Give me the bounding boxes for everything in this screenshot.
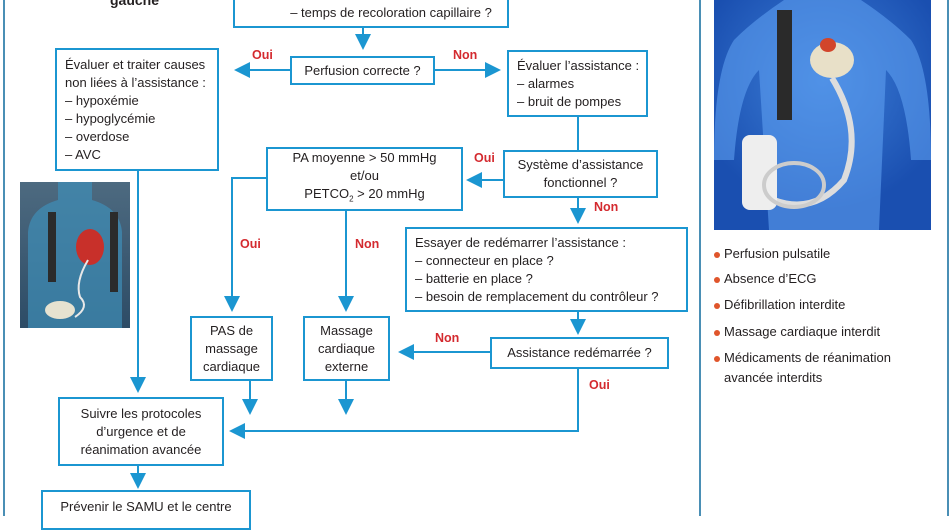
box-text: non liées à l’assistance : bbox=[65, 74, 206, 90]
box-text: PA moyenne > 50 mmHg bbox=[292, 150, 437, 166]
box-text: Évaluer et traiter causes bbox=[65, 56, 206, 72]
arrow-redemarree-oui bbox=[229, 368, 579, 439]
item-text: Médicaments de réanimation avancée inter… bbox=[724, 350, 891, 385]
side-list-item: Médicaments de réanimation avancée inter… bbox=[714, 348, 924, 388]
bullet-icon bbox=[714, 329, 720, 336]
arrow-pa-oui bbox=[224, 177, 266, 312]
capillary-refill-box: – temps de recoloration capillaire ? bbox=[233, 0, 509, 28]
label-oui: Oui bbox=[240, 237, 261, 251]
label-oui: Oui bbox=[474, 151, 495, 165]
box-text: massage bbox=[205, 340, 258, 356]
header-fragment: gauche bbox=[110, 0, 160, 8]
box-text: Système d’assistance bbox=[517, 157, 644, 172]
bullet-icon bbox=[714, 251, 720, 258]
box-text: réanimation avancée bbox=[80, 441, 202, 457]
item-text: Massage cardiaque interdit bbox=[724, 324, 881, 339]
box-text: – temps de recoloration capillaire ? bbox=[290, 5, 492, 20]
lvad-illustration-right bbox=[714, 0, 931, 230]
box-text: Essayer de redémarrer l’assistance : bbox=[415, 234, 626, 250]
item-text: Perfusion pulsatile bbox=[724, 246, 831, 261]
box-text: Assistance redémarrée ? bbox=[507, 345, 652, 360]
item-text: Absence d’ECG bbox=[724, 271, 817, 286]
side-list-item: Absence d’ECG bbox=[714, 269, 934, 289]
box-text: Suivre les protocoles bbox=[80, 405, 202, 421]
box-text: Massage bbox=[320, 322, 373, 338]
box-text: – alarmes bbox=[517, 75, 575, 91]
box-text: – connecteur en place ? bbox=[415, 252, 554, 268]
threshold-text: > 20 mmHg bbox=[353, 186, 425, 202]
side-list-item: Perfusion pulsatile bbox=[714, 244, 934, 264]
box-text: – batterie en place ? bbox=[415, 270, 533, 286]
connector-lines bbox=[130, 27, 586, 489]
lvad-illustration-left bbox=[20, 182, 130, 328]
assist-restarted-box: Assistance redémarrée ? bbox=[490, 337, 669, 369]
box-text: Prévenir le SAMU et le centre bbox=[60, 499, 232, 514]
notify-samu-box: Prévenir le SAMU et le centre bbox=[41, 490, 251, 530]
flowchart-panel bbox=[3, 0, 701, 516]
label-non: Non bbox=[435, 331, 460, 345]
evaluate-assist-box: Évaluer l’assistance : – alarmes – bruit… bbox=[507, 50, 648, 117]
box-text: cardiaque bbox=[317, 340, 376, 356]
non-assist-causes-box: Évaluer et traiter causes non liées à l’… bbox=[55, 48, 219, 171]
pa-petco2-box: PA moyenne > 50 mmHg et/ou PETCO2 > 20 m… bbox=[266, 147, 463, 211]
label-non: Non bbox=[355, 237, 380, 251]
bullet-icon bbox=[714, 276, 720, 283]
perfusion-question-box: Perfusion correcte ? bbox=[290, 56, 435, 85]
box-text: – hypoxémie bbox=[65, 92, 139, 108]
external-massage-box: Massage cardiaque externe bbox=[303, 316, 390, 381]
side-list-item: Massage cardiaque interdit bbox=[714, 322, 934, 342]
restart-assist-box: Essayer de redémarrer l’assistance : – c… bbox=[405, 227, 688, 312]
follow-protocols-box: Suivre les protocoles d’urgence et de ré… bbox=[58, 397, 224, 466]
label-oui: Oui bbox=[252, 48, 273, 62]
box-text: cardiaque bbox=[202, 358, 261, 374]
no-cardiac-massage-box: PAS de massage cardiaque bbox=[190, 316, 273, 381]
box-text: et/ou bbox=[350, 168, 379, 184]
side-panel bbox=[699, 0, 949, 516]
box-text: fonctionnel ? bbox=[543, 175, 618, 190]
label-non: Non bbox=[594, 200, 619, 214]
body-pump-image bbox=[714, 0, 931, 230]
box-text: – bruit de pompes bbox=[517, 93, 622, 109]
body-lvad-image bbox=[28, 182, 122, 328]
box-text: d’urgence et de bbox=[96, 423, 186, 439]
box-text: Perfusion correcte ? bbox=[304, 62, 421, 78]
label-non: Non bbox=[453, 48, 478, 62]
subscript: 2 bbox=[349, 194, 354, 204]
box-text: PETCO2 > 20 mmHg bbox=[304, 185, 424, 209]
bullet-icon bbox=[714, 302, 720, 309]
box-text: – besoin de remplacement du contrôleur ? bbox=[415, 288, 659, 304]
box-text: externe bbox=[324, 358, 369, 374]
box-text: Évaluer l’assistance : bbox=[517, 57, 640, 73]
label-oui: Oui bbox=[589, 378, 610, 392]
system-functional-box: Système d’assistance fonctionnel ? bbox=[503, 150, 658, 198]
item-text: Défibrillation interdite bbox=[724, 297, 846, 312]
box-text: – overdose bbox=[65, 128, 130, 144]
bullet-icon bbox=[714, 355, 720, 362]
side-list-item: Défibrillation interdite bbox=[714, 295, 934, 315]
box-text: – hypoglycémie bbox=[65, 110, 156, 126]
box-text: PAS de bbox=[209, 322, 254, 338]
box-text: – AVC bbox=[65, 146, 101, 162]
petco-text: PETCO bbox=[304, 186, 350, 202]
